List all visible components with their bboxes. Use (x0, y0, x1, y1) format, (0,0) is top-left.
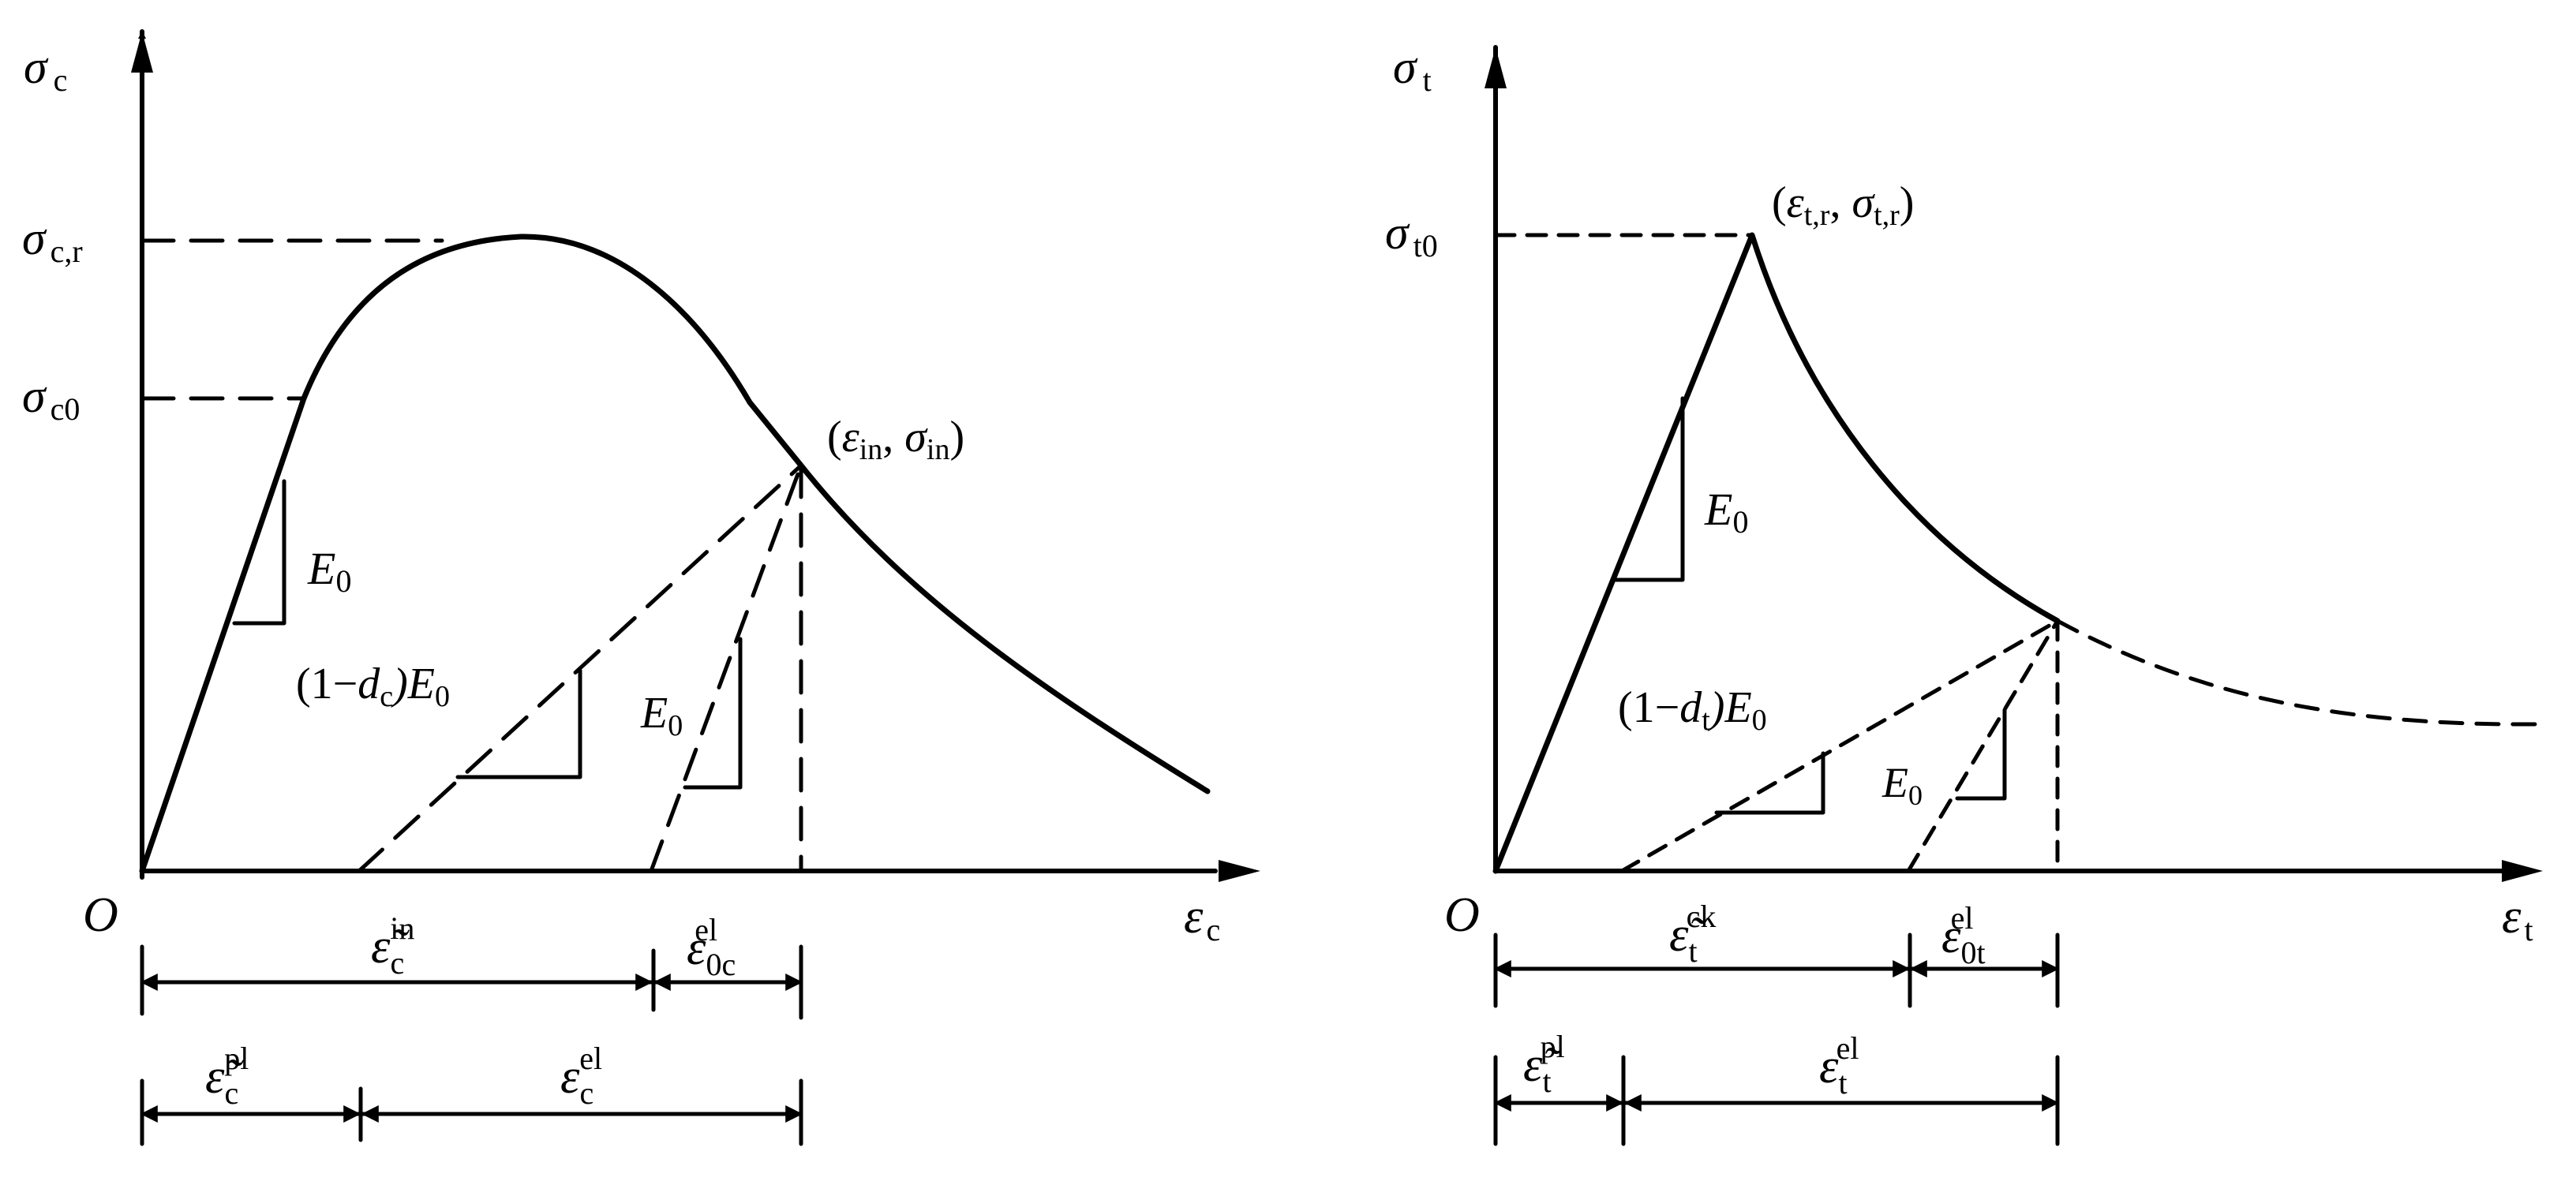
compression-y-arrowhead (131, 32, 153, 73)
tension-e0-label: E0 (1704, 484, 1748, 540)
tension-elastic-unload-line (1906, 619, 2060, 873)
damaged-slope-triangle (455, 668, 582, 779)
compression-x-arrowhead (1219, 860, 1260, 882)
tension-damaged-unload-line (1619, 619, 2060, 873)
tension-x-arrowhead (2502, 860, 2543, 882)
tension-unload-slope-triangle (1955, 708, 2007, 801)
unload-e0-label: E0 (640, 689, 683, 742)
inelastic-point-label: (εin, σin) (827, 413, 964, 466)
dim-el-t-label: εtel (1819, 1030, 1859, 1101)
damaged-modulus-label: (1−dc)E0 (296, 660, 450, 713)
dim-pl-t-label: ε̃tpl (1523, 1029, 1565, 1099)
e0-slope-triangle (232, 479, 286, 626)
e0-label: E0 (307, 543, 351, 599)
tension-damaged-modulus-label: (1−dt)E0 (1618, 683, 1767, 737)
tension-e0-slope-triangle (1612, 396, 1685, 582)
tension-origin-label: O (1444, 888, 1480, 942)
tension-damaged-slope-triangle (1714, 751, 1825, 815)
dim-ck-label: ε̃tck (1669, 899, 1716, 969)
tension-peak-point-label: (εt,r, σt,r) (1772, 178, 1914, 232)
compression-origin-label: O (83, 888, 118, 942)
unload-slope-triangle (683, 637, 743, 790)
tension-unload-e0-label: E0 (1881, 759, 1923, 811)
tension-softening-dashed-tail (2055, 619, 2540, 727)
compression-stress-curve (139, 234, 1211, 874)
dim-el-label: εcel (560, 1041, 602, 1111)
elastic-unload-line (649, 463, 803, 873)
damaged-unload-line (357, 463, 803, 873)
dim-0el-label: ε0cel (687, 912, 736, 982)
dim-pl-label: ε̃cpl (205, 1041, 249, 1111)
tension-y-arrowhead (1485, 47, 1507, 88)
tension-stress-curve (1492, 232, 2061, 874)
dim-0el-t-label: ε0tel (1941, 900, 1986, 970)
dim-in-label: ε̃cin (371, 910, 414, 981)
